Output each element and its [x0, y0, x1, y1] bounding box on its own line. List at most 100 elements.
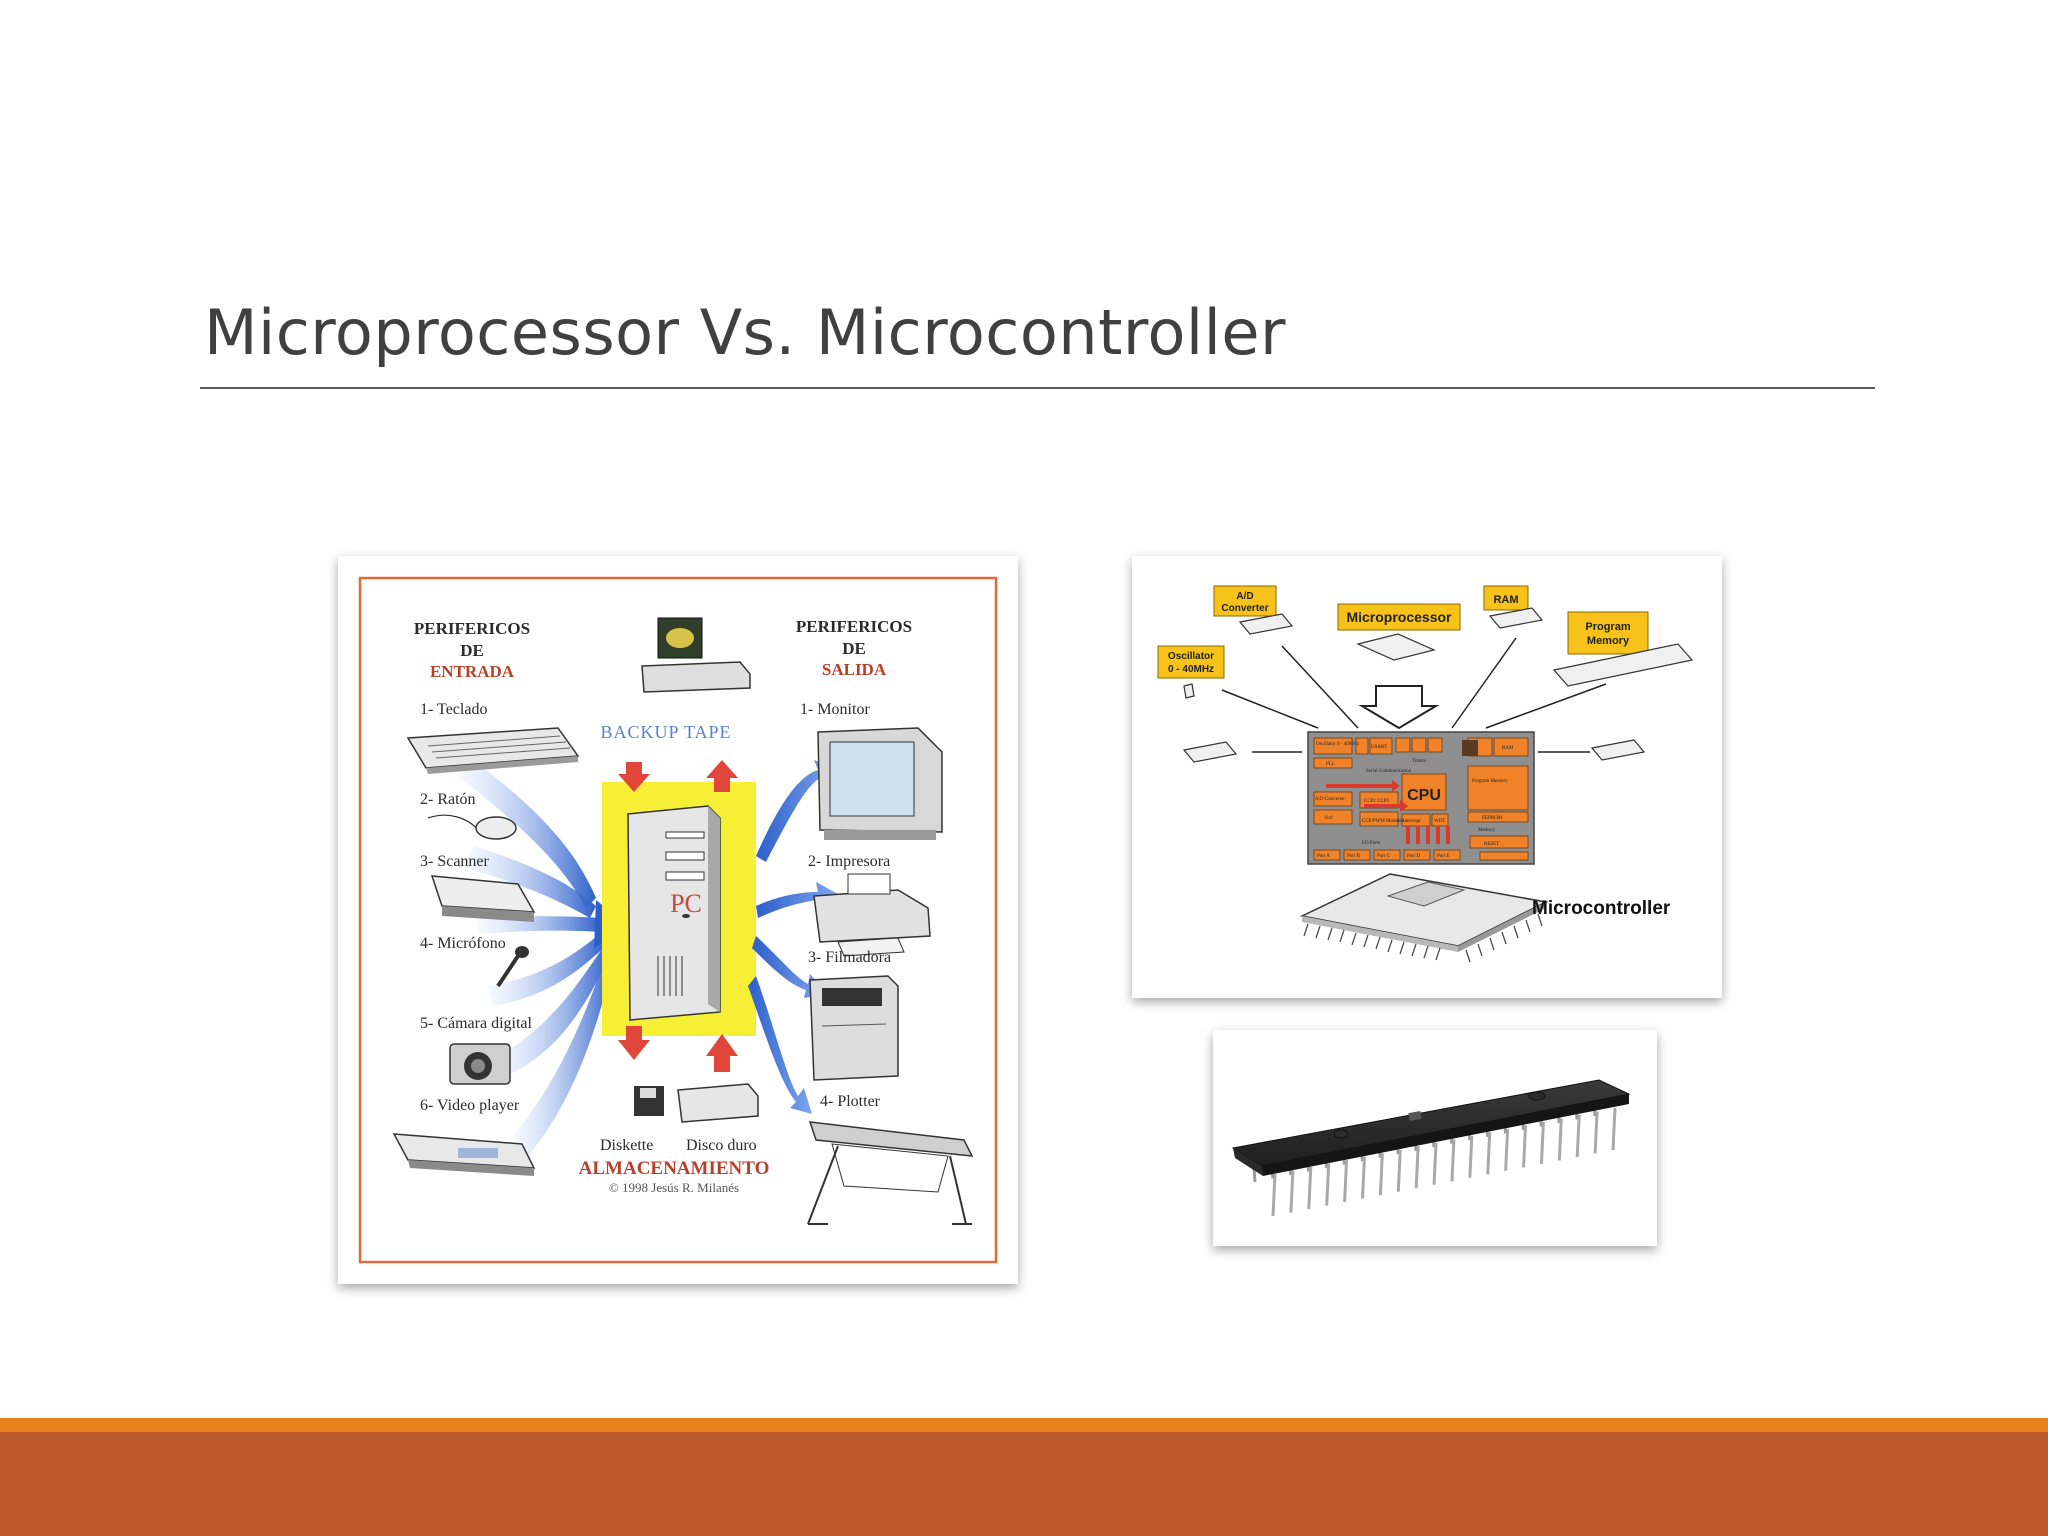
- block-label-ccp-pwm: CCP/PWM Modules: [1362, 819, 1404, 824]
- microcontroller-diagram-image: A/D Converter Microprocessor RAM Oscilla…: [1132, 556, 1722, 998]
- input-item-video-player: 6- Video player: [420, 1097, 520, 1114]
- output-heading-line2: DE: [842, 639, 866, 658]
- output-heading-line3: SALIDA: [822, 660, 887, 679]
- chip-body-side: [1261, 1094, 1629, 1176]
- input-item-mouse: 2- Ratón: [420, 791, 476, 808]
- block-label-serial: Serial Communication: [1366, 769, 1412, 774]
- block-label-oscillator: Oscillator 0 - 40MHz: [1316, 742, 1360, 747]
- ram-label: RAM: [1493, 594, 1518, 606]
- output-item-printer: 2- Impresora: [808, 853, 890, 870]
- output-item-monitor: 1- Monitor: [800, 701, 870, 718]
- program-memory-label-box: [1567, 611, 1649, 655]
- input-item-digital-camera: 5- Cámara digital: [420, 1015, 533, 1032]
- block-label-io-ports: I/O Ports: [1362, 841, 1380, 846]
- chip-pin: [1325, 1163, 1331, 1206]
- input-flow-arrows: [458, 756, 628, 1156]
- block-label-vref: Vref: [1324, 816, 1333, 821]
- peripherals-diagram: PERIFERICOS DE ENTRADA PERIFERICOS DE SA…: [358, 576, 998, 1264]
- ram-block-dark: [1462, 740, 1478, 756]
- red-arrows: [618, 760, 738, 1072]
- chip-body-top: [1231, 1079, 1631, 1167]
- block-label-port-b: Port B: [1347, 854, 1361, 859]
- chip-pin: [1450, 1139, 1456, 1182]
- microprocessor-label: Microprocessor: [1346, 609, 1452, 625]
- input-item-scanner: 3- Scanner: [420, 853, 490, 870]
- block-label-ad-converter: A/D Converter: [1315, 797, 1345, 802]
- block-label-usart: USART: [1371, 745, 1387, 750]
- dip-chip-photo: [1231, 1079, 1631, 1217]
- block-label-memory: Memory: [1478, 828, 1496, 833]
- backup-tape-icon: [641, 617, 751, 693]
- chip-pin: [1486, 1132, 1492, 1175]
- chip-dimple: [1528, 1091, 1546, 1101]
- program-memory-label-line2: Memory: [1587, 635, 1630, 647]
- dip-chip-image: [1213, 1030, 1657, 1246]
- chip-pin: [1271, 1173, 1277, 1217]
- block-label-pll: PLL: [1326, 762, 1335, 767]
- oscillator-label-line1: Oscillator: [1168, 651, 1214, 662]
- printer-icon: [813, 873, 931, 957]
- block-label-ccp: CCP1 CCP2: [1364, 799, 1390, 804]
- chip-pin: [1307, 1166, 1313, 1210]
- film-recorder-icon: [809, 975, 899, 1081]
- slide-title: Microprocessor Vs. Microcontroller: [204, 296, 1287, 369]
- input-heading-line3: ENTRADA: [430, 662, 515, 681]
- footer-accent-strip: [0, 1418, 2048, 1432]
- copyright: © 1998 Jesús R. Milanés: [609, 1180, 739, 1195]
- block-label-port-e: Port E: [1437, 854, 1450, 859]
- chip-pin: [1378, 1153, 1384, 1196]
- block-label-ram: RAM: [1502, 746, 1514, 751]
- microphone-icon: [496, 946, 529, 988]
- input-heading-line2: DE: [460, 641, 484, 660]
- block-label-reset: RESET: [1484, 842, 1499, 847]
- chip-pin: [1360, 1156, 1366, 1199]
- block-label-port-d: Port D: [1407, 854, 1421, 859]
- camera-icon: [449, 1043, 511, 1085]
- microprocessor-label-box: [1337, 603, 1461, 631]
- cpu-label: CPU: [1407, 787, 1441, 804]
- video-player-icon: [392, 1133, 536, 1176]
- footer-band: [0, 1432, 2048, 1536]
- block-label-program-memory: Program Memory: [1472, 779, 1508, 784]
- component-chips: [1182, 607, 1694, 763]
- input-heading-line1: PERIFERICOS: [414, 619, 530, 638]
- ad-converter-label-box: [1213, 585, 1277, 617]
- microcontroller-chip-icon: [1299, 873, 1549, 963]
- chip-pin: [1593, 1111, 1599, 1154]
- chip-pin: [1432, 1142, 1438, 1185]
- chip-pin: [1522, 1125, 1528, 1168]
- program-memory-label-line1: Program: [1585, 621, 1630, 633]
- block-label-interrupt: Interrupt: [1403, 819, 1421, 824]
- block-label-port-c: Port C: [1377, 854, 1391, 859]
- block-labels: Oscillator 0 - 40MHz PLL USART Timers RA…: [1315, 742, 1514, 859]
- chip-pin: [1414, 1146, 1420, 1189]
- monitor-icon: [817, 727, 943, 840]
- chip-pin: [1575, 1114, 1581, 1158]
- pc-label: PC: [670, 889, 702, 918]
- diskette-icon: [634, 1086, 664, 1116]
- storage-item-diskette: Diskette: [600, 1137, 653, 1154]
- input-item-microphone: 4- Micrófono: [420, 935, 506, 952]
- backup-tape-label: BACKUP TAPE: [600, 722, 731, 742]
- chip-pin: [1504, 1128, 1510, 1171]
- title-divider: [200, 387, 1875, 389]
- storage-item-hard-disk: Disco duro: [686, 1137, 757, 1154]
- down-arrow-icon: [1358, 685, 1440, 730]
- chip-pin: [1557, 1118, 1563, 1161]
- output-heading-line1: PERIFERICOS: [796, 617, 912, 636]
- chip-pin: [1289, 1170, 1295, 1213]
- chip-pin: [1343, 1160, 1349, 1203]
- mouse-icon: [427, 814, 517, 840]
- chip-pin: [1539, 1121, 1545, 1164]
- peripherals-diagram-image: PERIFERICOS DE ENTRADA PERIFERICOS DE SA…: [338, 556, 1018, 1284]
- ad-converter-label-line2: Converter: [1221, 603, 1268, 614]
- scanner-icon: [430, 875, 536, 922]
- block-label-wdt: WDT: [1434, 819, 1445, 824]
- output-item-filmmaker: 3- Filmadora: [808, 949, 891, 966]
- ad-converter-label-line1: A/D: [1236, 591, 1253, 602]
- pc-tower-icon: [627, 805, 721, 1021]
- chip-pin: [1396, 1149, 1402, 1192]
- chip-pin: [1611, 1107, 1617, 1151]
- microcontroller-diagram: A/D Converter Microprocessor RAM Oscilla…: [1157, 585, 1694, 963]
- oscillator-label-box: [1157, 645, 1225, 679]
